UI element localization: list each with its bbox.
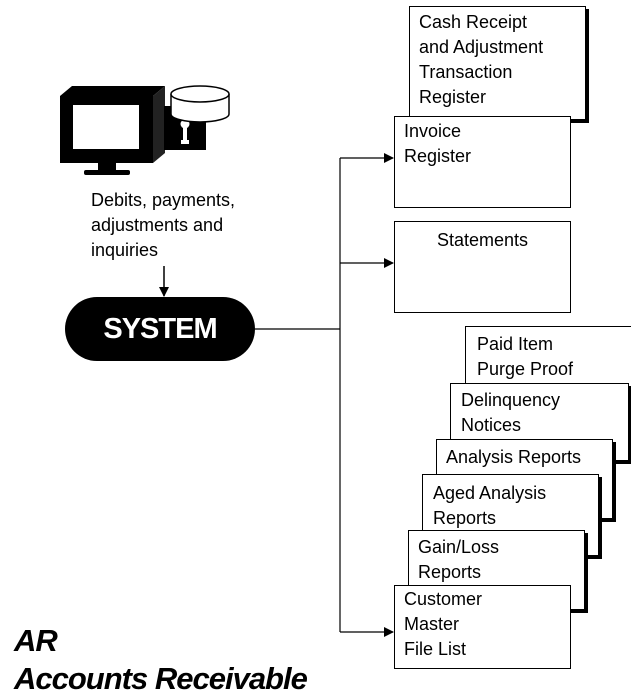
doc-line: Notices <box>461 415 522 435</box>
input-line: adjustments and <box>91 215 224 235</box>
input-line: inquiries <box>91 240 159 260</box>
doc-cash-receipt-register: Cash Receipt and Adjustment Transaction … <box>409 6 586 120</box>
input-line: Debits, payments, <box>91 190 236 210</box>
doc-line: Cash Receipt <box>419 12 528 32</box>
doc-line: File List <box>404 639 467 659</box>
diagram-title: AR Accounts Receivable <box>14 622 308 698</box>
doc-line: Transaction <box>419 62 513 82</box>
doc-line: Gain/Loss <box>418 537 500 557</box>
disk-pack-icon <box>170 85 230 123</box>
system-label: SYSTEM <box>103 312 217 345</box>
title-full-name: Accounts Receivable <box>14 661 308 696</box>
doc-line: Register <box>419 87 487 107</box>
input-description: Debits, payments, adjustments and inquir… <box>91 188 235 263</box>
doc-statements: Statements <box>394 221 571 313</box>
doc-line: Master <box>404 614 460 634</box>
doc-line: and Adjustment <box>419 37 544 57</box>
doc-line: Aged Analysis <box>433 483 547 503</box>
doc-line: Reports <box>433 508 497 528</box>
doc-line: Reports <box>418 562 482 582</box>
title-abbreviation: AR <box>14 623 58 658</box>
doc-line: Customer <box>404 589 483 609</box>
doc-line: Register <box>404 146 472 166</box>
doc-line: Analysis Reports <box>446 447 582 467</box>
doc-line: Statements <box>436 230 529 250</box>
computer-monitor-icon <box>60 86 165 175</box>
system-box: SYSTEM <box>65 297 255 361</box>
doc-customer-master-file-list: Customer Master File List <box>394 585 571 669</box>
doc-invoice-register: Invoice Register <box>394 116 571 208</box>
doc-line: Purge Proof <box>477 359 574 379</box>
doc-line: Delinquency <box>461 390 561 410</box>
doc-line: Invoice <box>404 121 462 141</box>
doc-line: Paid Item <box>477 334 554 354</box>
